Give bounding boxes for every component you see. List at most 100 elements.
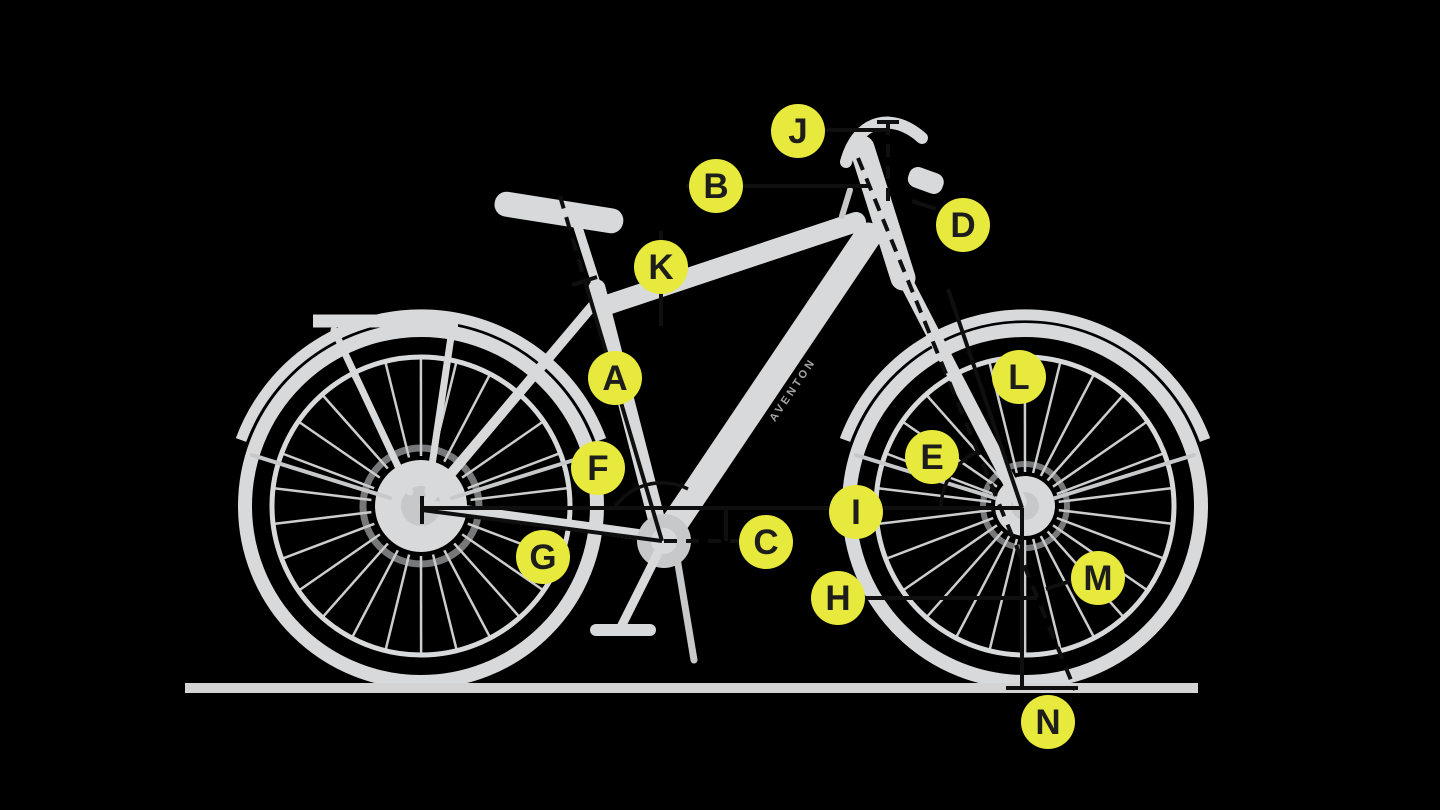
kickstand [672, 548, 698, 664]
seat-axis-tick [571, 275, 598, 287]
wheel-spoke [1058, 486, 1172, 504]
marker-circle [516, 530, 570, 584]
measurement-lines [420, 120, 1078, 691]
wheel-spoke [274, 510, 372, 526]
wheel-spoke [453, 542, 520, 617]
marker-letter: A [602, 359, 627, 398]
front-fender-stay-back [1053, 453, 1196, 500]
seat-angle-arc-F [612, 481, 689, 509]
wheel-spoke [1031, 538, 1062, 649]
wheel-spoke [1039, 535, 1095, 637]
geometry-marker-L: L [992, 350, 1046, 404]
marker-letter: G [529, 538, 556, 577]
chainstay-measure-line-G [421, 508, 663, 543]
wheel-spoke [283, 452, 375, 490]
wheel-spoke [299, 421, 381, 479]
marker-circle [811, 571, 865, 625]
geometry-marker-K: K [634, 240, 688, 294]
marker-circle [1071, 551, 1125, 605]
head-tube [849, 135, 916, 291]
marker-circle [905, 430, 959, 484]
wheel-spoke [461, 533, 543, 591]
head-tube-tick-D [911, 199, 937, 211]
marker-letter: L [1008, 358, 1029, 397]
markers-layer: A B C D E F G H I J K L M N [516, 104, 1125, 749]
marker-letter: B [703, 167, 728, 206]
wheel-spoke [384, 554, 411, 650]
marker-circle [689, 159, 743, 213]
wheel-spoke [1058, 508, 1172, 525]
geometry-marker-H: H [811, 571, 865, 625]
wheel-spoke [878, 487, 992, 504]
wheel-spoke [1052, 421, 1147, 488]
brake-lever [839, 187, 853, 219]
marker-circle [739, 515, 793, 569]
wheel-spoke [431, 554, 458, 650]
wheel-spoke [903, 524, 998, 591]
geometry-marker-E: E [905, 430, 959, 484]
marker-circle [936, 198, 990, 252]
wheel-spoke [1046, 395, 1124, 482]
geometry-marker-M: M [1071, 551, 1125, 605]
geometry-marker-I: I [829, 485, 883, 539]
geometry-marker-A: A [588, 351, 642, 405]
marker-letter: F [587, 449, 608, 488]
wheel-spoke [955, 535, 1011, 637]
geometry-marker-C: C [739, 515, 793, 569]
wheel-spoke [1031, 362, 1062, 474]
wheel-spoke [384, 362, 411, 458]
marker-circle [588, 351, 642, 405]
seat-stay [422, 292, 605, 507]
marker-circle [771, 104, 825, 158]
geometry-marker-J: J [771, 104, 825, 158]
saddle [494, 191, 624, 234]
wheel-spoke [878, 508, 992, 526]
marker-letter: E [920, 438, 943, 477]
rear-fender-stay-front [250, 453, 392, 500]
marker-letter: C [753, 523, 778, 562]
wheel-spoke [322, 395, 389, 470]
headlight [907, 166, 944, 194]
wheel-spoke [443, 375, 491, 463]
geometry-marker-D: D [936, 198, 990, 252]
wheel-spoke [470, 486, 568, 502]
steering-axis-line [856, 157, 1077, 691]
marker-letter: M [1083, 559, 1112, 598]
rear-fender-stay-back [450, 453, 592, 500]
wheel-spoke [322, 542, 389, 617]
wheel-spoke [887, 516, 994, 560]
wheel-spoke [299, 533, 381, 591]
wheel-spoke [926, 530, 1004, 617]
marker-circle [1021, 695, 1075, 749]
marker-circle [634, 240, 688, 294]
geometry-marker-F: F [571, 441, 625, 495]
geometry-marker-N: N [1021, 695, 1075, 749]
wheel-spoke [274, 487, 372, 502]
geometry-marker-B: B [689, 159, 743, 213]
marker-letter: N [1035, 703, 1060, 742]
marker-circle [992, 350, 1046, 404]
seat-axis-upper-dashed [558, 195, 587, 282]
wheel-spoke [461, 421, 543, 479]
seat-tube-measure-line-A [583, 280, 664, 542]
rack-strut-front [330, 326, 414, 496]
offset-leader-M [1045, 578, 1075, 591]
down-tube [652, 222, 882, 550]
crank-arm [616, 536, 669, 632]
front-fender [839, 309, 1211, 442]
seat-post [572, 219, 605, 301]
wheel-spoke [1056, 516, 1163, 560]
marker-letter: K [648, 248, 673, 287]
marker-letter: J [788, 112, 807, 151]
geometry-marker-G: G [516, 530, 570, 584]
marker-letter: H [825, 579, 850, 618]
marker-circle [829, 485, 883, 539]
marker-circle [571, 441, 625, 495]
wheel-spoke [1056, 452, 1163, 496]
ground-line [185, 683, 1198, 693]
wheel-spoke [988, 538, 1019, 650]
chain-stay [419, 499, 670, 544]
rack-strut-back [424, 326, 456, 496]
wheel-spoke [283, 522, 375, 560]
